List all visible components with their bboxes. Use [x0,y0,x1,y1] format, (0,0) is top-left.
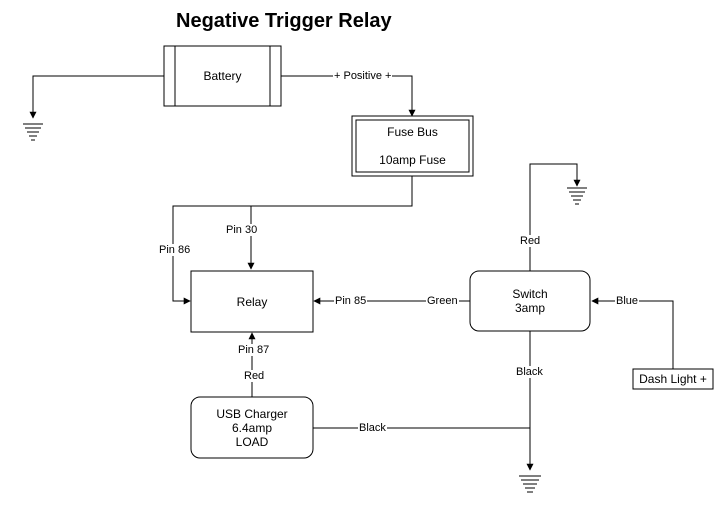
fuse-bus-label: Fuse Bus [387,125,438,139]
diagram-title: Negative Trigger Relay [176,10,392,32]
fuse-rating-label: 10amp Fuse [379,153,446,167]
relay-label: Relay [236,294,268,309]
usb-charger-load-label: LOAD [235,434,269,449]
wire-fuse-to-relay [251,176,413,207]
switch-node: Switch 3amp [470,271,590,331]
dash-light-node: Dash Light + [633,369,713,389]
wire-label-pin30: Pin 30 [225,224,259,236]
wire-label-red-usb: Red [243,370,266,382]
usb-charger-shape [190,396,314,459]
wire-label-red-switch: Red [519,235,542,247]
wire-label-pin87: Pin 87 [237,344,271,356]
relay-node: Relay [191,271,313,332]
usb-charger-node: USB Charger 6.4amp LOAD [191,397,313,458]
battery-shape [163,45,282,107]
ground-symbol-left [23,123,43,141]
wire-label-black-switch: Black [515,366,544,378]
usb-charger-rating-label: 6.4amp [231,420,273,435]
wire-label-pin85: Pin 85 [334,295,368,307]
switch-rating-label: 3amp [514,301,546,315]
wire-blue [591,297,674,369]
battery-node: Battery [175,46,270,106]
dash-light-shape [632,368,714,390]
ground-symbol-top-right [567,187,587,205]
usb-charger-label: USB Charger [216,406,288,421]
wire-switch-red [529,163,581,271]
wire-label-blue: Blue [615,295,640,307]
wire-label-green: Green [426,295,459,307]
dash-light-label: Dash Light + [639,372,707,386]
wire-label-pin86: Pin 86 [158,244,192,256]
switch-label: Switch [512,287,548,301]
wire-battery-ground [29,75,164,119]
switch-shape [469,270,591,332]
wire-label-positive: + Positive + [333,70,393,82]
wire-battery-positive [281,75,416,117]
fuse-bus-node: Fuse Bus 10amp Fuse [356,120,469,172]
battery-label: Battery [203,69,242,83]
wire-label-black-usb: Black [358,422,387,434]
fuse-bus-shape [351,115,474,177]
relay-shape [190,270,314,333]
ground-symbol-bottom [519,475,541,493]
